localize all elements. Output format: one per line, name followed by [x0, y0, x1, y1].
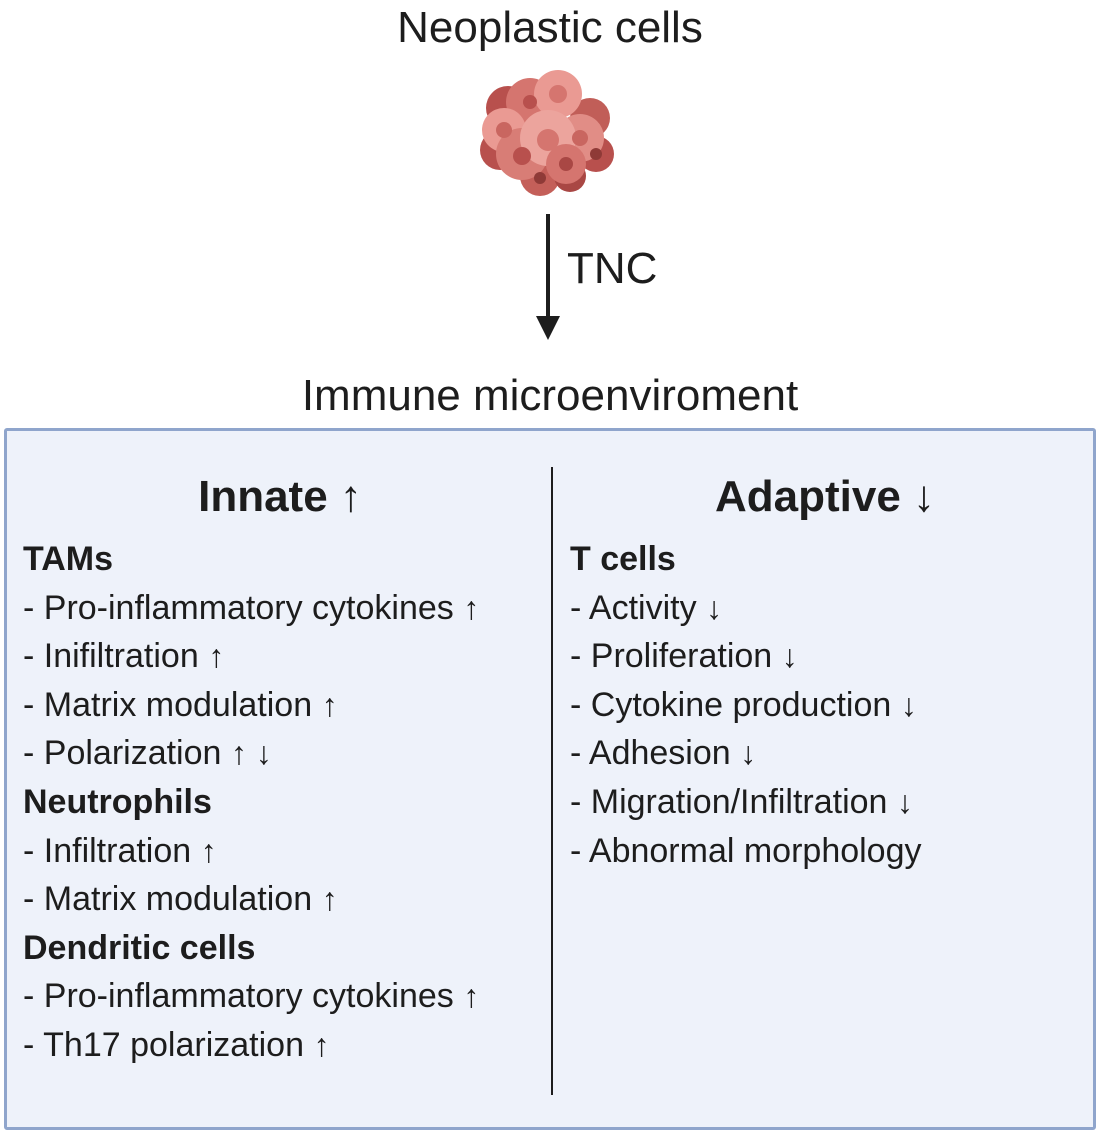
trend-arrow-icon: ↑ — [463, 589, 480, 626]
trend-arrow-icon: ↑ — [200, 832, 217, 869]
trend-arrow-icon: ↓ — [896, 783, 913, 820]
list-item: - Th17 polarization ↑ — [23, 1021, 543, 1070]
adaptive-heading: Adaptive ↓ — [570, 467, 1080, 527]
list-item-text: - Matrix modulation — [23, 880, 313, 919]
list-item-text: - Th17 polarization — [23, 1025, 304, 1064]
up-arrow-icon: ↑ — [339, 472, 362, 521]
neoplastic-cells-label: Neoplastic cells — [397, 3, 703, 52]
list-item-text: - Proliferation — [570, 637, 773, 676]
list-item-text: - Inifiltration — [23, 637, 199, 676]
trend-arrow-icon: ↓ — [900, 686, 917, 723]
list-item-text: - Infiltration — [23, 831, 192, 870]
trend-arrow-icon: ↑ — [208, 638, 225, 675]
list-item-text: - Cytokine production — [570, 685, 892, 724]
innate-heading-text: Innate — [198, 472, 328, 521]
list-item-text: - Abnormal morphology — [570, 831, 922, 870]
list-item: - Abnormal morphology — [570, 827, 1080, 876]
list-item: - Inifiltration ↑ — [23, 632, 543, 681]
column-divider — [551, 467, 553, 1095]
list-item: - Infiltration ↑ — [23, 827, 543, 876]
list-item: - Proliferation ↓ — [570, 632, 1080, 681]
list-item-text: - Matrix modulation — [23, 685, 313, 724]
list-item: - Matrix modulation ↑ — [23, 681, 543, 730]
adaptive-heading-text: Adaptive — [714, 472, 901, 521]
down-arrow-icon: ↓ — [913, 472, 936, 521]
adaptive-column: Adaptive ↓ T cells- Activity ↓- Prolifer… — [570, 467, 1080, 875]
list-item: - Polarization ↑ ↓ — [23, 729, 543, 778]
down-arrow-icon — [536, 214, 560, 340]
list-item-text: - Pro-inflammatory cytokines — [23, 977, 454, 1016]
innate-column: Innate ↑ TAMs - Pro-inflammatory cytokine… — [23, 467, 543, 1070]
list-item-text: - Pro-inflammatory cytokines — [23, 588, 454, 627]
trend-arrow-icon: ↑ — [313, 1026, 330, 1063]
immune-microenvironment-label: Immune microenviroment — [301, 371, 799, 420]
trend-arrow-icon: ↓ — [781, 638, 798, 675]
trend-arrow-icon: ↑ — [463, 978, 480, 1015]
group-title: Dendritic cells — [23, 928, 256, 967]
group-title: Neutrophils — [23, 782, 212, 821]
list-item-text: - Migration/Infiltration — [570, 782, 888, 821]
group-title: T cells — [570, 540, 676, 578]
adaptive-groups: T cells- Activity ↓- Proliferation ↓- Cy… — [570, 535, 1080, 875]
list-item-text: - Activity — [570, 588, 697, 627]
list-item-text: - Adhesion — [570, 734, 731, 773]
innate-heading: Innate ↑ — [17, 467, 543, 527]
trend-arrow-icon: ↑ — [321, 881, 338, 918]
cell-cluster — [480, 70, 614, 196]
list-item: - Adhesion ↓ — [570, 729, 1080, 778]
list-item: - Migration/Infiltration ↓ — [570, 778, 1080, 827]
tumor-cells-icon — [480, 70, 614, 196]
list-item: - Pro-inflammatory cytokines ↑ — [23, 972, 543, 1021]
trend-arrow-icon: ↑ ↓ — [230, 735, 272, 772]
list-item: - Cytokine production ↓ — [570, 681, 1080, 730]
trend-arrow-icon: ↓ — [706, 589, 723, 626]
list-item: - Matrix modulation ↑ — [23, 875, 543, 924]
tnc-label: TNC — [567, 244, 658, 293]
group-title: TAMs — [23, 540, 114, 578]
list-item: - Activity ↓ — [570, 584, 1080, 633]
list-item: - Pro-inflammatory cytokines ↑ — [23, 584, 543, 633]
trend-arrow-icon: ↑ — [321, 686, 338, 723]
list-item-text: - Polarization — [23, 734, 222, 773]
trend-arrow-icon: ↓ — [740, 735, 757, 772]
immune-panel: Innate ↑ TAMs - Pro-inflammatory cytokine… — [4, 428, 1096, 1130]
innate-groups: TAMs- Pro-inflammatory cytokines ↑- Inif… — [23, 535, 543, 1070]
